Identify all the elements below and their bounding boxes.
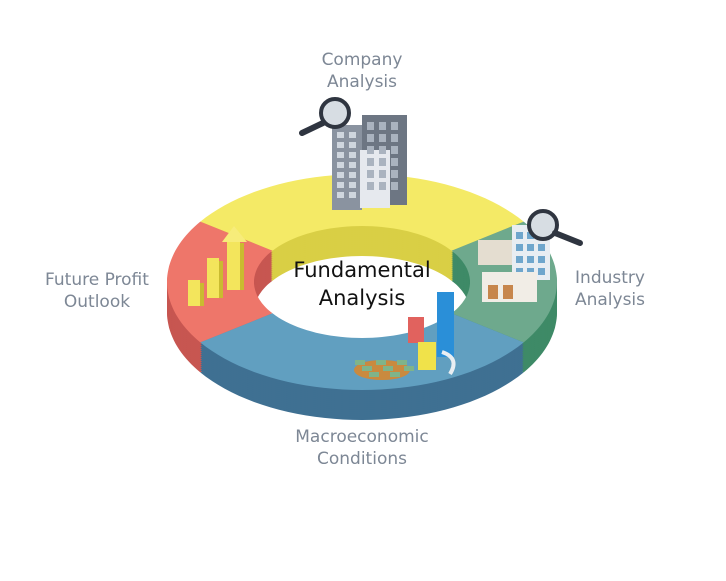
magnifier-icon xyxy=(319,97,351,129)
window xyxy=(527,268,534,275)
label-line: Analysis xyxy=(326,72,398,92)
window xyxy=(379,182,386,190)
money-blocks-icon xyxy=(354,292,456,380)
label-company-analysis: Company Analysis xyxy=(262,49,462,93)
magnifier-handle xyxy=(552,230,583,246)
window xyxy=(337,172,344,178)
label-macroeconomic-conditions: Macroeconomic Conditions xyxy=(262,426,462,470)
blue-block-icon xyxy=(437,305,454,318)
office-buildings-magnifier-icon xyxy=(299,97,407,210)
blue-block-icon xyxy=(437,331,454,344)
window xyxy=(379,158,386,166)
window xyxy=(349,192,356,198)
window xyxy=(391,146,398,154)
window xyxy=(337,192,344,198)
label-industry-analysis: Industry Analysis xyxy=(510,267,710,311)
red-block-icon xyxy=(408,330,424,343)
window xyxy=(516,244,523,251)
segment-top xyxy=(200,174,524,251)
label-line: Conditions xyxy=(317,449,407,469)
window xyxy=(337,132,344,138)
label-line: Company xyxy=(321,50,403,70)
window xyxy=(516,232,523,239)
window xyxy=(349,162,356,168)
window xyxy=(527,244,534,251)
window xyxy=(349,152,356,158)
yellow-block-icon xyxy=(418,356,436,370)
center-title-line: Analysis xyxy=(318,286,406,310)
up-arrow-icon xyxy=(222,226,247,242)
window xyxy=(367,182,374,190)
window xyxy=(379,170,386,178)
blue-block-icon xyxy=(437,318,454,331)
window xyxy=(349,142,356,148)
window xyxy=(379,134,386,142)
banknote-icon xyxy=(369,372,379,377)
window xyxy=(367,170,374,178)
factory-door xyxy=(488,285,498,299)
window xyxy=(367,122,374,130)
window xyxy=(349,172,356,178)
bar-side xyxy=(240,243,244,290)
window xyxy=(391,182,398,190)
window xyxy=(379,146,386,154)
label-line: Macroeconomic xyxy=(295,427,429,447)
bar-side xyxy=(219,261,223,298)
banknote-icon xyxy=(362,366,372,371)
red-block-icon xyxy=(408,317,424,330)
window xyxy=(516,268,523,275)
window xyxy=(349,182,356,188)
window xyxy=(391,122,398,130)
window xyxy=(337,152,344,158)
window xyxy=(527,256,534,263)
label-future-profit-outlook: Future Profit Outlook xyxy=(0,269,197,313)
banknote-icon xyxy=(355,360,365,365)
center-title-line: Fundamental xyxy=(293,258,431,282)
window xyxy=(337,162,344,168)
banknote-icon xyxy=(404,366,414,371)
magnifier-icon xyxy=(527,209,559,241)
banknote-icon xyxy=(376,360,386,365)
label-line: Industry xyxy=(575,268,645,288)
window xyxy=(538,244,545,251)
bar-icon xyxy=(207,258,219,298)
banknote-icon xyxy=(383,366,393,371)
window xyxy=(367,134,374,142)
window xyxy=(337,142,344,148)
warehouse-icon xyxy=(478,240,512,265)
label-line: Future Profit xyxy=(45,270,149,290)
window xyxy=(367,158,374,166)
window xyxy=(538,256,545,263)
bar-side xyxy=(200,283,204,306)
factory-magnifier-icon xyxy=(478,209,583,302)
window xyxy=(391,158,398,166)
window xyxy=(391,134,398,142)
window xyxy=(349,132,356,138)
window xyxy=(538,268,545,275)
bar-icon xyxy=(227,240,240,290)
office-building-icon xyxy=(332,125,362,210)
ring-segment-company xyxy=(200,174,524,281)
window xyxy=(391,170,398,178)
window xyxy=(367,146,374,154)
window xyxy=(337,182,344,188)
rising-bar-chart-icon xyxy=(188,226,247,306)
factory-door xyxy=(503,285,513,299)
center-title: Fundamental Analysis xyxy=(262,256,462,312)
cycle-arrow-icon xyxy=(441,350,456,376)
banknote-icon xyxy=(390,372,400,377)
bar-icon xyxy=(188,280,200,306)
banknote-icon xyxy=(397,360,407,365)
magnifier-handle xyxy=(299,120,326,136)
label-line: Outlook xyxy=(63,292,131,312)
label-line: Analysis xyxy=(574,290,646,310)
blue-block-icon xyxy=(437,292,454,305)
yellow-block-icon xyxy=(418,342,436,356)
window xyxy=(527,232,534,239)
window xyxy=(516,256,523,263)
window xyxy=(379,122,386,130)
